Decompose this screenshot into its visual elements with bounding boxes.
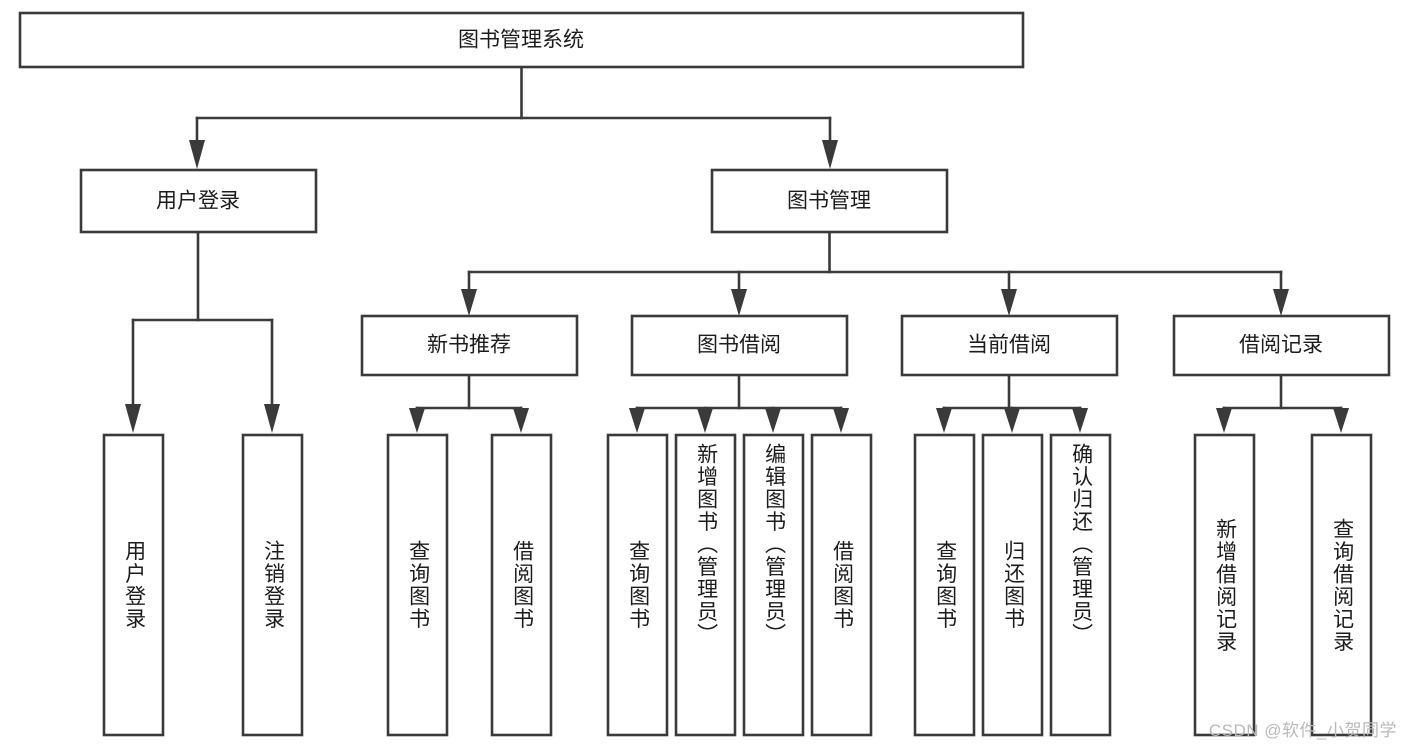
- node-book-manage[interactable]: 图书管理: [710, 168, 949, 234]
- node-leaf-query-book-3-box[interactable]: [913, 433, 976, 737]
- arrowhead-leaf-confirm-return: [1072, 408, 1088, 433]
- node-leaf-borrow-book-1-box[interactable]: [490, 433, 553, 737]
- node-user-login-box[interactable]: [79, 168, 318, 234]
- arrowhead-leaf-logout: [264, 404, 280, 433]
- node-new-book-rec-box[interactable]: [360, 314, 579, 377]
- arrowhead-leaf-add-record: [1216, 408, 1232, 433]
- arrowhead-leaf-user-login: [125, 404, 141, 433]
- node-leaf-query-record-box[interactable]: [1310, 433, 1373, 737]
- node-book-borrow-label: 图书借阅: [697, 334, 781, 357]
- node-leaf-query-book-2-box[interactable]: [606, 433, 669, 737]
- arrowhead-borrow-record: [1273, 289, 1289, 316]
- node-leaf-user-login-box[interactable]: [102, 433, 165, 737]
- node-leaf-logout-box[interactable]: [241, 433, 304, 737]
- node-borrow-record-label: 借阅记录: [1239, 334, 1323, 357]
- node-user-login[interactable]: 用户登录: [79, 168, 318, 234]
- node-book-manage-label: 图书管理: [787, 190, 871, 213]
- arrowhead-user-login: [189, 140, 205, 169]
- arrowhead-leaf-return-book: [1004, 408, 1020, 433]
- node-leaf-confirm-return-box[interactable]: [1049, 433, 1112, 737]
- node-root-box[interactable]: [18, 11, 1025, 69]
- arrowhead-book-borrow: [731, 289, 747, 316]
- arrowhead-leaf-edit-book: [765, 408, 781, 433]
- node-leaf-add-record-box[interactable]: [1193, 433, 1256, 737]
- csdn-watermark: CSDN @软件_小贺同学: [1208, 721, 1397, 740]
- node-borrow-record[interactable]: 借阅记录: [1172, 314, 1391, 377]
- arrowhead-leaf-query-book-3: [936, 408, 952, 433]
- node-leaf-add-book-box[interactable]: [674, 433, 737, 737]
- node-current-borrow-box[interactable]: [900, 314, 1119, 377]
- arrowhead-leaf-query-record: [1333, 408, 1349, 433]
- arrowhead-book-manage: [822, 140, 838, 169]
- connector-group: [125, 65, 1349, 433]
- arrowhead-current-borrow: [1001, 289, 1017, 316]
- arrowhead-leaf-borrow-book-2: [833, 408, 849, 433]
- node-user-login-label: 用户登录: [156, 190, 240, 213]
- node-leaf-borrow-book-2-box[interactable]: [810, 433, 873, 737]
- node-new-book-rec-label: 新书推荐: [427, 334, 511, 357]
- node-book-borrow[interactable]: 图书借阅: [630, 314, 849, 377]
- node-leaf-edit-book-box[interactable]: [742, 433, 805, 737]
- arrowhead-leaf-query-book-2: [629, 408, 645, 433]
- arrowhead-leaf-query-book-1: [409, 408, 425, 433]
- node-root[interactable]: 图书管理系统: [18, 11, 1025, 69]
- node-leaf-return-book-box[interactable]: [981, 433, 1044, 737]
- node-book-borrow-box[interactable]: [630, 314, 849, 377]
- arrowhead-leaf-borrow-book-1: [513, 408, 529, 433]
- node-book-manage-box[interactable]: [710, 168, 949, 234]
- node-leaf-query-book-1-box[interactable]: [386, 433, 449, 737]
- arrowhead-leaf-add-book: [697, 408, 713, 433]
- node-new-book-rec[interactable]: 新书推荐: [360, 314, 579, 377]
- node-current-borrow-label: 当前借阅: [967, 334, 1051, 357]
- arrowhead-new-book-rec: [461, 289, 477, 316]
- node-current-borrow[interactable]: 当前借阅: [900, 314, 1119, 377]
- node-root-label: 图书管理系统: [458, 29, 584, 52]
- node-borrow-record-box[interactable]: [1172, 314, 1391, 377]
